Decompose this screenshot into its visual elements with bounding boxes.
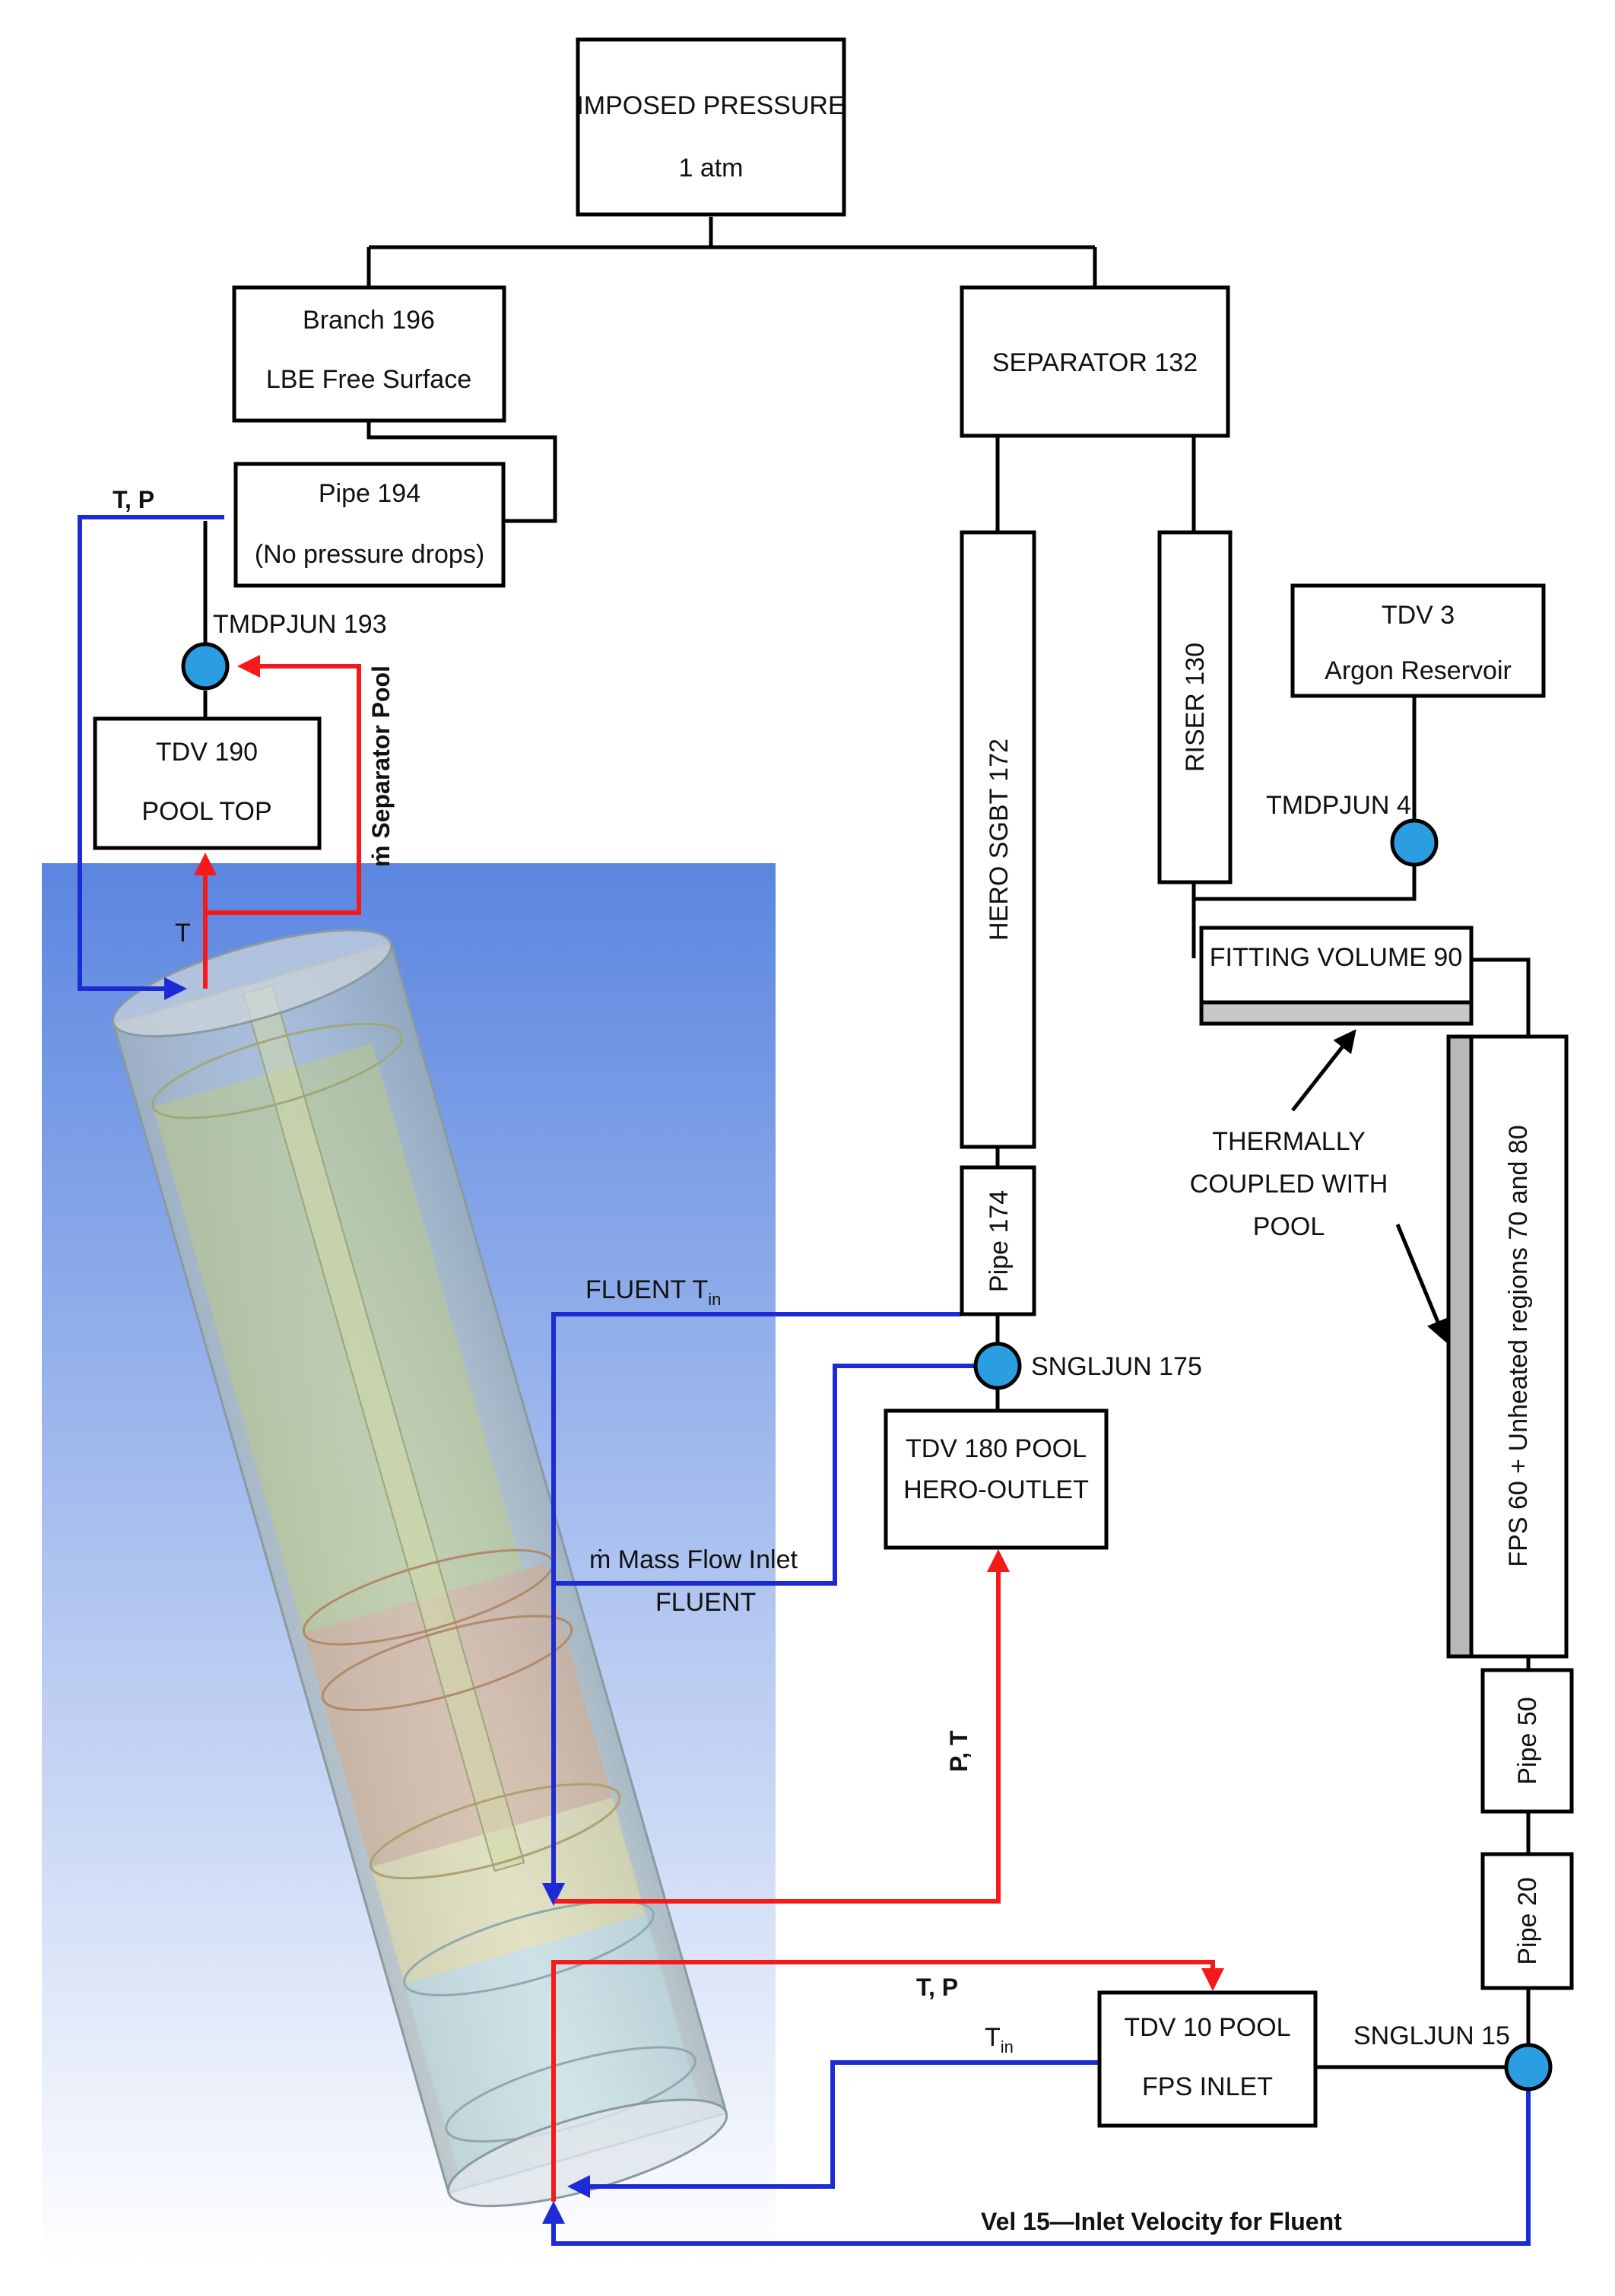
red-flow-lines: [194, 655, 1224, 2202]
separator-box: SEPARATOR 132: [960, 285, 1230, 438]
tdv180-box: TDV 180 POOL HERO-OUTLET: [884, 1408, 1109, 1550]
pipe174-label: Pipe 174: [985, 1190, 1014, 1292]
fitting-volume-label: FITTING VOLUME 90: [1210, 943, 1463, 972]
pipe194-box: Pipe 194 (No pressure drops): [233, 462, 506, 588]
separator-pool-label: ṁ Separator Pool: [367, 665, 395, 867]
thermal-arrow-to-fps: [1395, 1224, 1448, 1343]
sngljun175-node: [973, 1342, 1022, 1390]
tdv10-line2: FPS INLET: [1142, 2072, 1273, 2101]
sngljun175-label: SNGLJUN 175: [1031, 1352, 1202, 1381]
fps-label: FPS 60 + Unheated regions 70 and 80: [1504, 1125, 1533, 1567]
hero-sgbt-box: HERO SGBT 172: [960, 530, 1036, 1149]
tmdpjun4-label: TMDPJUN 4: [1266, 791, 1411, 820]
tdv180-line1: TDV 180 POOL: [906, 1434, 1087, 1463]
pipe194-line2: (No pressure drops): [255, 540, 484, 569]
mass-flow-line1: ṁ Mass Flow Inlet: [589, 1545, 798, 1574]
tmdpjun193-node: [181, 642, 230, 691]
sngljun15-node: [1504, 2043, 1553, 2091]
riser-label: RISER 130: [1181, 643, 1210, 772]
inlet-velocity-line: [542, 2080, 1531, 2246]
tdv190-box: TDV 190 POOL TOP: [93, 716, 322, 850]
tp-fps-inlet-line: [551, 1960, 1224, 2202]
branch196-box: Branch 196 LBE Free Surface: [232, 285, 506, 423]
pipe50-box: Pipe 50: [1480, 1668, 1574, 1814]
thermal-arrow-to-fitting: [1291, 1029, 1356, 1112]
tdv190-line2: POOL TOP: [141, 797, 271, 826]
fitting-volume-box: FITTING VOLUME 90: [1199, 926, 1474, 1026]
tp-top-label: T, P: [113, 486, 154, 513]
t-top-label: T: [175, 919, 191, 948]
branch196-line1: Branch 196: [303, 306, 435, 335]
tdv180-line2: HERO-OUTLET: [903, 1475, 1089, 1504]
mass-flow-line: [554, 1364, 982, 1586]
thermal-line3: POOL: [1253, 1212, 1325, 1241]
riser-box: RISER 130: [1157, 530, 1233, 884]
imposed-pressure-box: IMPOSED PRESSURE 1 atm: [576, 37, 846, 217]
imposed-pressure-line2: 1 atm: [678, 154, 743, 183]
tin-line: [567, 2060, 1099, 2198]
sngljun15-label: SNGLJUN 15: [1353, 2021, 1510, 2050]
separator-pool-line: [205, 655, 361, 915]
tdv3-line1: TDV 3: [1382, 601, 1455, 630]
connection-wires: [203, 217, 1531, 2069]
mass-flow-line2: FLUENT: [655, 1588, 756, 1617]
fps-box: FPS 60 + Unheated regions 70 and 80: [1446, 1034, 1569, 1659]
tp-feedback-line: [78, 515, 224, 1000]
thermal-line2: COUPLED WITH: [1190, 1170, 1388, 1199]
separator-label: SEPARATOR 132: [992, 348, 1198, 377]
pt-hero-outlet-line: [555, 1549, 1010, 1904]
tin-label: Tin: [985, 2023, 1014, 2056]
hero-sgbt-label: HERO SGBT 172: [985, 738, 1014, 941]
pt-vertical-label: P, T: [945, 1730, 972, 1772]
fluent-tin-line: [542, 1312, 961, 1906]
imposed-pressure-line1: IMPOSED PRESSURE: [576, 91, 845, 120]
tdv3-box: TDV 3 Argon Reservoir: [1290, 583, 1546, 698]
tp-bottom-label: T, P: [916, 1974, 958, 2001]
pipe20-box: Pipe 20: [1480, 1852, 1574, 1990]
inlet-velocity-label: Vel 15—Inlet Velocity for Fluent: [981, 2208, 1342, 2235]
pipe194-line1: Pipe 194: [319, 479, 420, 508]
tdv10-line1: TDV 10 POOL: [1124, 2013, 1290, 2042]
thermal-line1: THERMALLY: [1212, 1127, 1366, 1156]
tmdpjun193-label: TMDPJUN 193: [213, 610, 387, 639]
pipe20-label: Pipe 20: [1513, 1877, 1542, 1964]
blue-flow-lines: [78, 515, 1531, 2246]
tdv10-box: TDV 10 POOL FPS INLET: [1097, 1990, 1318, 2128]
pipe50-label: Pipe 50: [1513, 1697, 1542, 1784]
tmdpjun4-node: [1390, 818, 1439, 867]
tdv3-line2: Argon Reservoir: [1325, 656, 1512, 685]
fluent-tin-label: FLUENT Tin: [585, 1275, 721, 1309]
vessel-model: [111, 929, 728, 2208]
tdv190-line1: TDV 190: [156, 738, 258, 767]
pipe174-box: Pipe 174: [960, 1165, 1036, 1316]
branch196-line2: LBE Free Surface: [266, 365, 471, 394]
